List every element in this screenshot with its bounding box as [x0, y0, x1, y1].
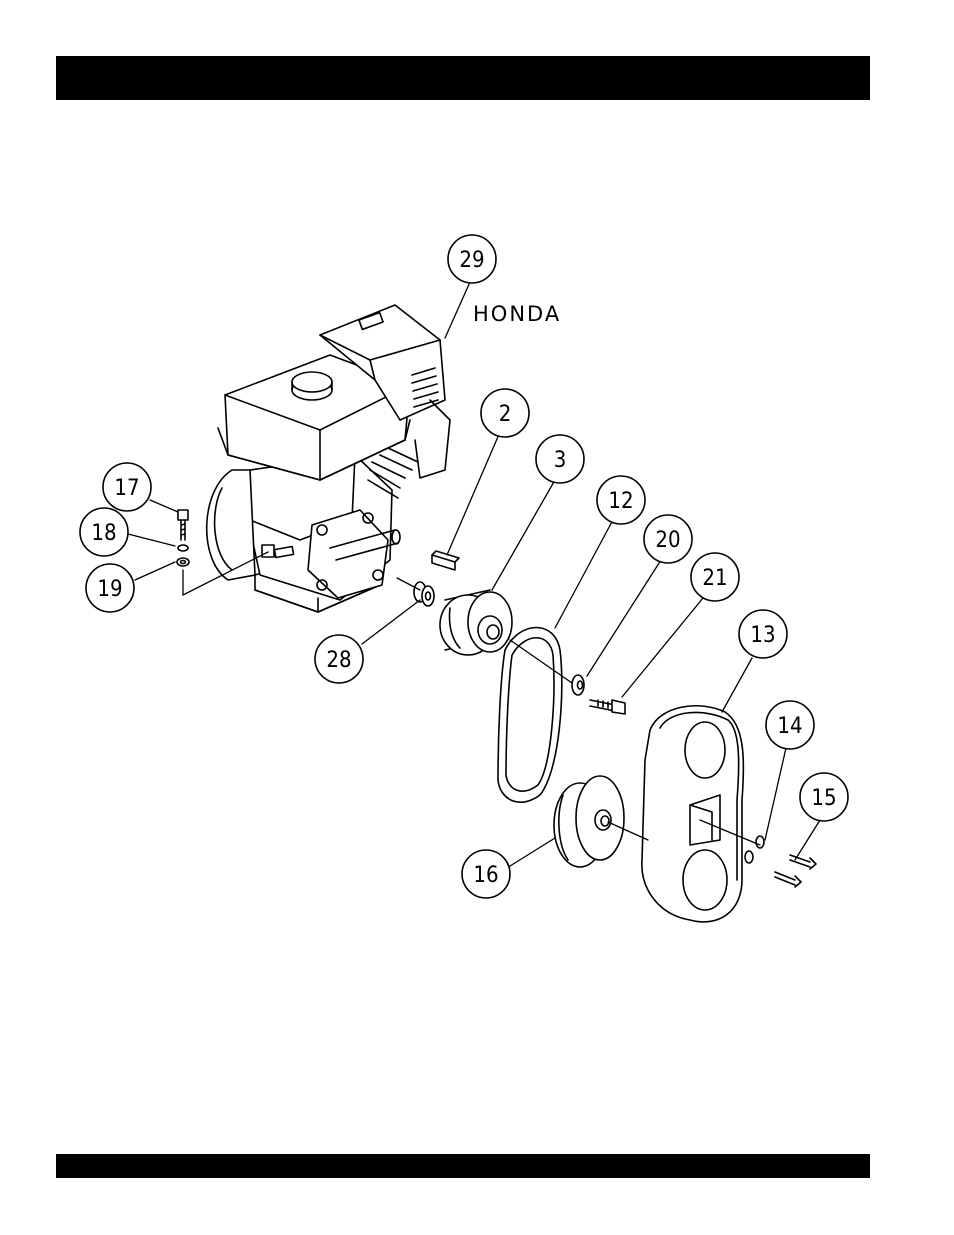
- svg-text:15: 15: [811, 786, 836, 811]
- svg-text:12: 12: [608, 489, 633, 514]
- engine-assembly: [207, 305, 450, 612]
- callout-14: 14: [766, 701, 814, 749]
- brand-label: HONDA: [473, 302, 561, 326]
- svg-text:28: 28: [326, 648, 351, 673]
- callout-15: 15: [800, 773, 848, 821]
- callout-21: 21: [691, 553, 739, 601]
- svg-text:13: 13: [750, 623, 775, 648]
- callout-12: 12: [597, 476, 645, 524]
- shaft-key: [432, 551, 459, 570]
- svg-text:2: 2: [499, 402, 512, 427]
- drive-pulley: [440, 590, 512, 655]
- callout-20: 20: [644, 515, 692, 563]
- driven-pulley: [554, 776, 624, 867]
- svg-text:17: 17: [114, 476, 139, 501]
- callout-28: 28: [315, 635, 363, 683]
- callout-29: 29: [448, 235, 496, 283]
- callout-13: 13: [739, 610, 787, 658]
- callout-3: 3: [536, 435, 584, 483]
- washer-and-bolt: [572, 675, 625, 714]
- callout-19: 19: [86, 564, 134, 612]
- svg-text:19: 19: [97, 577, 122, 602]
- svg-text:29: 29: [459, 248, 484, 273]
- svg-text:18: 18: [91, 521, 116, 546]
- callout-16: 16: [462, 850, 510, 898]
- callout-2: 2: [481, 389, 529, 437]
- svg-text:16: 16: [473, 863, 498, 888]
- svg-text:14: 14: [777, 714, 802, 739]
- svg-text:20: 20: [655, 528, 680, 553]
- base-fasteners: [177, 510, 189, 566]
- svg-text:3: 3: [554, 448, 567, 473]
- callout-18: 18: [80, 508, 128, 556]
- svg-text:21: 21: [702, 566, 727, 591]
- belt-guard: [642, 706, 744, 922]
- callout-17: 17: [103, 463, 151, 511]
